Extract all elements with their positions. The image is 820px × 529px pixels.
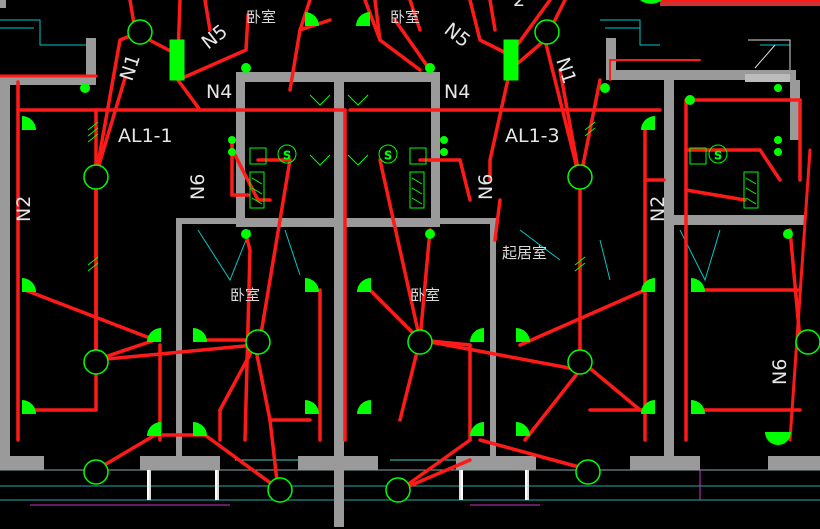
wall-lamp-icon [305, 278, 319, 292]
wall-lamp-icon [305, 12, 319, 26]
svg-text:S: S [715, 149, 722, 162]
wall-lamp-icon [357, 278, 371, 292]
tick-marks [87, 121, 596, 272]
wall-lamp-icon [691, 278, 705, 292]
exhaust-fan-icon [708, 144, 728, 164]
svg-text:S: S [385, 149, 392, 162]
distribution-boxes [169, 39, 519, 81]
room-label-living: 起居室 [502, 244, 547, 262]
wall-lamp-icon [22, 116, 36, 130]
lamp-icon [567, 164, 593, 190]
wall-lamp-icon [470, 422, 484, 436]
wall-lamp-icon [516, 422, 530, 436]
circuit-label-n5-left: N5 [198, 20, 232, 54]
room-label-bedroom-mid-left: 卧室 [230, 286, 260, 304]
circuit-label-n6-right: N6 [769, 359, 791, 385]
lamp-icon [83, 349, 109, 375]
wall-lamp-icon [470, 328, 484, 342]
circuit-label-n5-right: N5 [440, 19, 474, 53]
circuit-label-n4-left: N4 [206, 81, 232, 103]
wall-lamp-icon [305, 400, 319, 414]
junction-dots [80, 63, 793, 239]
wall-lamp-icon [22, 400, 36, 414]
circuit-label-n6-mid: N6 [475, 174, 497, 200]
circuit-label-n1: N1 [116, 52, 145, 84]
lamp-icon [267, 477, 293, 503]
frame-layer [147, 39, 791, 500]
lamp-icon [385, 477, 411, 503]
wall-lamp-icon [765, 432, 791, 445]
room-label-bedroom-mid-right: 卧室 [410, 286, 440, 304]
lamp-icon [83, 459, 109, 485]
lamp-icon [245, 329, 271, 355]
ceiling-lamps [83, 19, 820, 503]
wall-lamp-icon [640, 0, 662, 4]
wall-lamp-icon [22, 278, 36, 292]
wall-lamp-icon [147, 328, 161, 342]
circuit-label-n2-left: N2 [13, 196, 35, 222]
wall-lamp-icon [193, 422, 207, 436]
panel-label-al1-1: AL1-1 [118, 125, 173, 147]
bath-fixtures: S S S [249, 94, 759, 209]
wall-lamp-icon [147, 422, 161, 436]
wall-lamp-icon [193, 328, 207, 342]
exhaust-fan-icon [378, 144, 398, 164]
lamp-icon [534, 19, 560, 45]
wall-lamp-icon [356, 12, 370, 26]
wall-fixtures [22, 0, 791, 445]
panel-box-icon [169, 39, 185, 81]
circuit-label-n6-left: N6 [187, 174, 209, 200]
circuit-label-n2-right: N2 [647, 196, 669, 222]
lamp-icon [795, 329, 820, 355]
room-label-bedroom-top-left: 卧室 [246, 8, 276, 26]
circuit-label-n4-right: N4 [444, 81, 470, 103]
furniture-layer [30, 470, 701, 506]
wall-lamp-icon [516, 328, 530, 342]
exhaust-fan-icon [277, 144, 297, 164]
wall-lamp-icon [357, 400, 371, 414]
panel-box-icon [503, 39, 519, 81]
panel-label-al1-3: AL1-3 [505, 125, 560, 147]
wall-lamp-icon [641, 116, 655, 130]
circuit-label-top-partial: 2 [513, 0, 525, 11]
lamp-icon [127, 19, 153, 45]
room-label-bedroom-top-right: 卧室 [390, 8, 420, 26]
lamp-icon [575, 459, 601, 485]
wall-lamp-icon [641, 400, 655, 414]
lamp-icon [83, 164, 109, 190]
lamp-icon [567, 349, 593, 375]
outline-layer [0, 19, 820, 501]
lamp-icon [407, 329, 433, 355]
wall-lamp-icon [691, 400, 705, 414]
wall-lamp-icon [641, 278, 655, 292]
svg-text:S: S [284, 149, 291, 162]
